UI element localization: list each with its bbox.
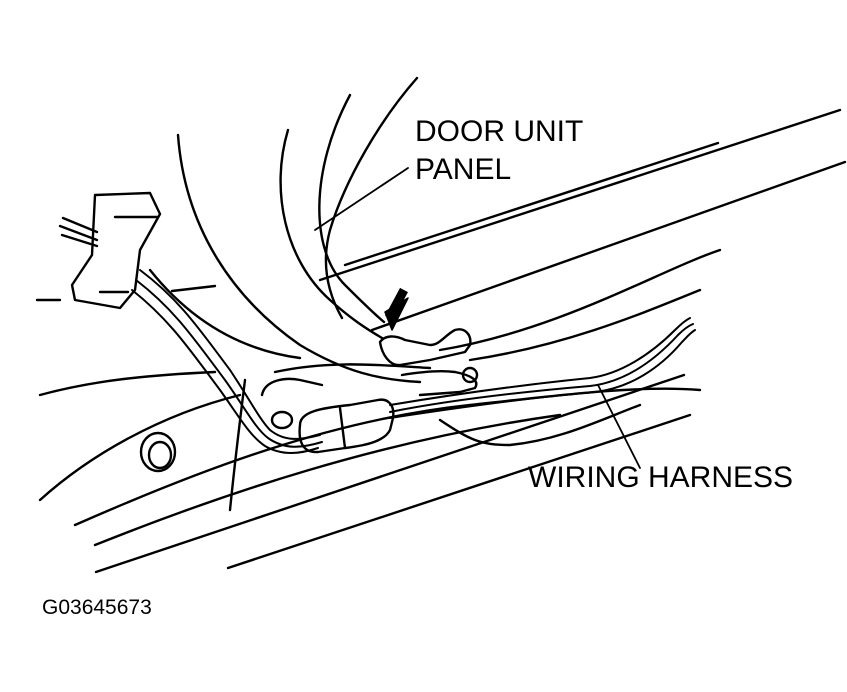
grommet-hole xyxy=(139,431,177,473)
upper-left-connector xyxy=(35,191,217,310)
body-sill-lines xyxy=(38,108,847,574)
harness-connector xyxy=(260,377,395,454)
door-clip xyxy=(378,328,479,397)
door-unit-panel-label-line2: PANEL xyxy=(415,153,512,186)
figure-code: G03645673 xyxy=(42,596,152,619)
door-unit-panel-label-line1: DOOR UNIT xyxy=(415,115,584,148)
harness-wires xyxy=(131,269,696,454)
wiring-harness-label: WIRING HARNESS xyxy=(528,461,794,494)
door-unit-panel-curves xyxy=(148,76,422,384)
pointer-arrow xyxy=(384,287,409,331)
leader-lines xyxy=(314,167,641,469)
